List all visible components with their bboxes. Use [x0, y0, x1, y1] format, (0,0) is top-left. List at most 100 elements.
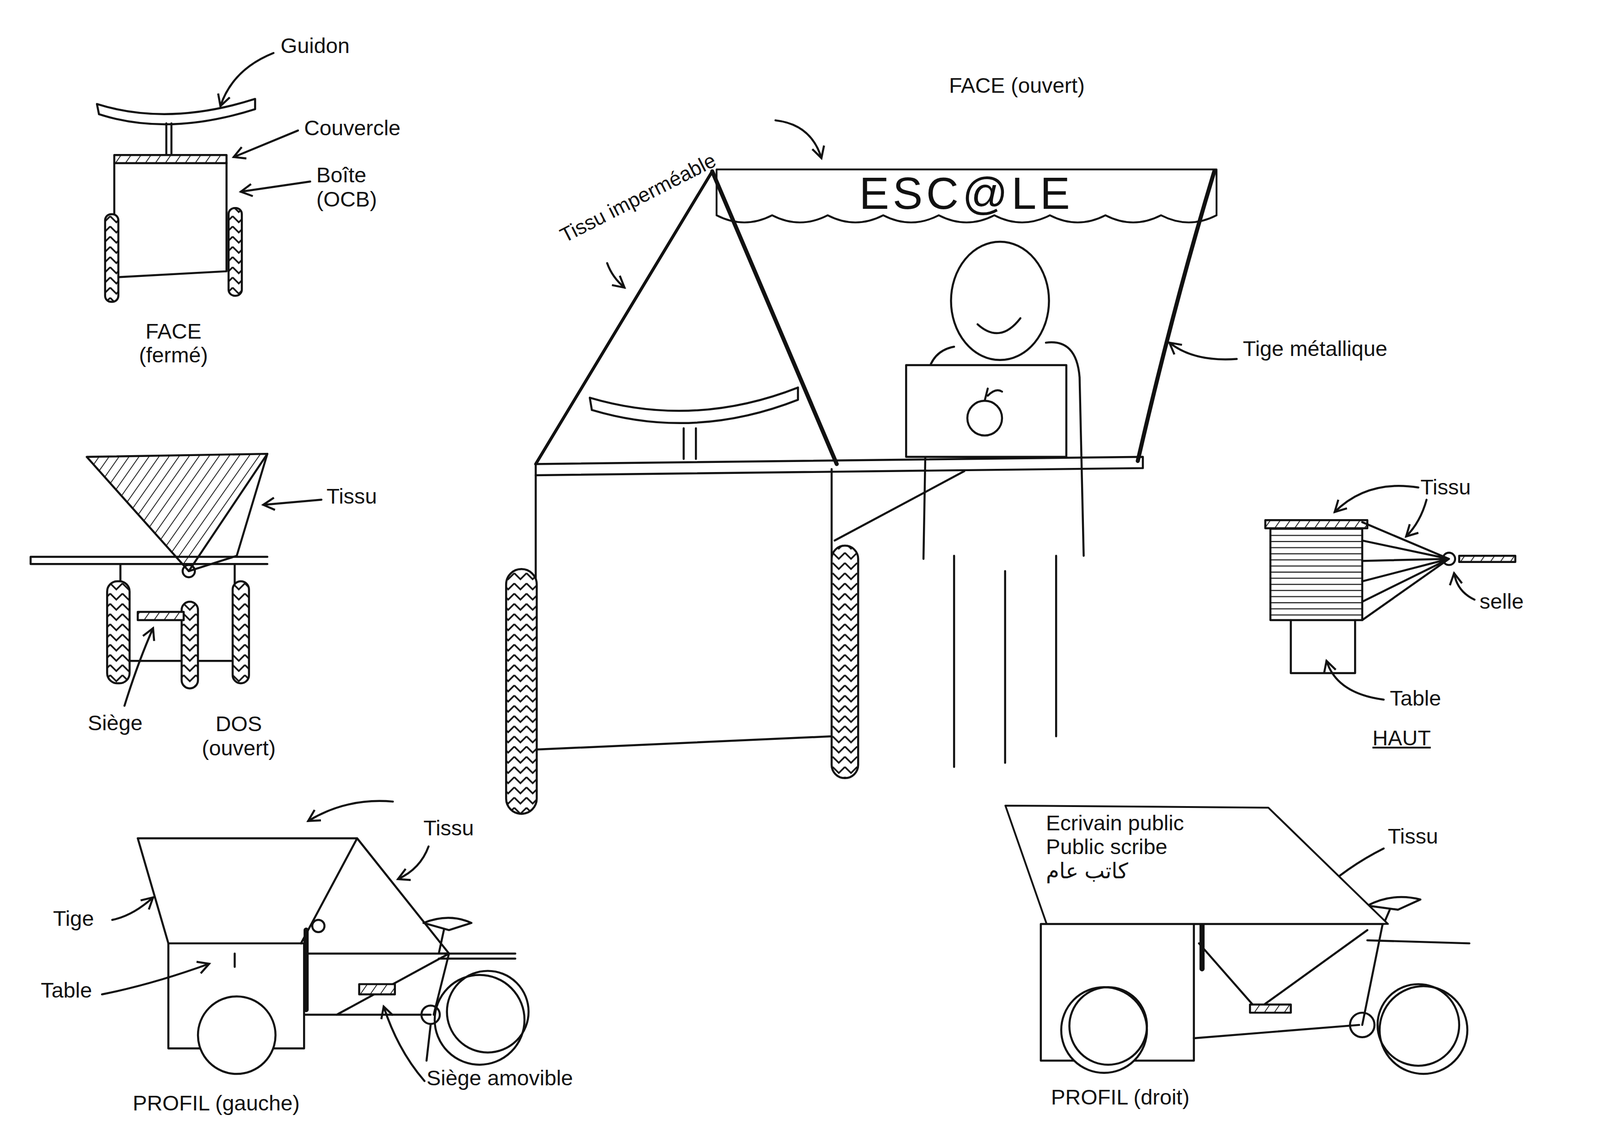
- left-profile-view: [101, 801, 529, 1082]
- part-label: Tissu: [1387, 824, 1439, 849]
- part-label: PROFIL (gauche): [132, 1091, 300, 1116]
- back-open-view-part: [182, 565, 196, 578]
- top-view-part: [1442, 553, 1456, 566]
- sketch-illustration-part: [30, 53, 1516, 1082]
- top-view: [1265, 485, 1516, 700]
- fabric-panel-text: كاتب عام: [1045, 859, 1392, 884]
- right-profile-view-part: [1249, 1004, 1291, 1014]
- part-label: Tissu: [1420, 475, 1471, 500]
- front-open-view-part: [683, 428, 697, 459]
- front-open-view-part: [834, 471, 965, 541]
- part-label: Table: [40, 978, 92, 1003]
- fabric-panel-text: Public scribe: [1045, 835, 1392, 860]
- right-profile-view-part: [1349, 1013, 1375, 1038]
- front-open-view-part: [535, 457, 1143, 476]
- fabric-panel-text: Ecrivain public: [1045, 811, 1392, 836]
- right-profile-view-part: [1061, 987, 1147, 1073]
- part-label: DOS (ouvert): [181, 712, 296, 761]
- left-profile-view-part: [421, 1005, 440, 1024]
- back-open-view: [30, 453, 322, 706]
- right-profile-view-part: [1367, 940, 1470, 944]
- right-profile-view-part: [1377, 984, 1460, 1067]
- awning-sign-text: ESC@LE: [714, 168, 1219, 219]
- left-profile-view-part: [303, 930, 309, 1010]
- front-open-view-part: [984, 388, 1003, 401]
- right-profile-view-part: [1194, 924, 1383, 1039]
- left-profile-view-part: [101, 964, 209, 995]
- front-closed-view-part: [228, 208, 242, 296]
- node-text-area: Ecrivain publicPublic scribeكاتب عام: [1000, 801, 1392, 884]
- part-label: Guidon: [280, 33, 350, 59]
- part-label: Tige métallique: [1242, 336, 1388, 362]
- part-label: Tissu imperméable: [556, 148, 720, 247]
- front-open-view-part: [589, 387, 798, 424]
- left-profile-view-part: [423, 918, 472, 931]
- right-profile-view-part: [1069, 987, 1147, 1066]
- left-profile-view-part: [438, 930, 444, 954]
- front-open-view-part: [906, 365, 1067, 458]
- left-profile-view-part: [308, 801, 393, 822]
- part-label: Table: [1389, 686, 1441, 711]
- top-view-part: [1459, 555, 1516, 562]
- left-profile-view-part: [438, 954, 516, 960]
- top-view-part: [1270, 526, 1363, 621]
- back-open-view-part: [120, 564, 235, 662]
- part-label: Siège amovible: [426, 1066, 573, 1091]
- top-view-part: [1290, 620, 1356, 674]
- back-open-view-part: [263, 500, 322, 506]
- top-view-part: [1406, 500, 1427, 537]
- front-open-view-part: [977, 318, 1021, 334]
- part-label: Couvercle: [304, 116, 401, 141]
- back-open-view-part: [30, 557, 268, 565]
- front-open-view-part: [954, 555, 1056, 768]
- front-open-view-part: [607, 263, 625, 288]
- front-open-view-part: [535, 469, 832, 751]
- back-open-view-part: [124, 628, 154, 707]
- part-label: selle: [1479, 589, 1524, 614]
- part-label: Tissu: [326, 484, 377, 509]
- top-view-part: [1265, 520, 1368, 529]
- fabric-panel: Ecrivain publicPublic scribeكاتب عام: [1000, 801, 1392, 925]
- back-open-view-part: [188, 453, 268, 572]
- left-profile-view-part: [112, 897, 154, 921]
- front-open-view-part: [712, 171, 837, 465]
- front-closed-view-part: [220, 53, 274, 107]
- front-open-view-part: [950, 241, 1049, 361]
- part-label: Boîte (OCB): [316, 163, 399, 212]
- left-profile-view-part: [197, 996, 276, 1075]
- left-profile-view-part: [398, 846, 429, 880]
- part-label: PROFIL (droit): [1050, 1085, 1190, 1110]
- front-closed-view-part: [233, 130, 299, 158]
- front-closed-view-part: [114, 163, 227, 278]
- front-closed-view-part: [96, 98, 256, 125]
- top-view-part: [1326, 661, 1384, 700]
- left-profile-view-part: [383, 1007, 425, 1082]
- front-closed-view-part: [114, 154, 227, 164]
- back-open-view-part: [232, 581, 250, 684]
- front-open-view: [506, 120, 1237, 815]
- front-open-view-part: [1137, 171, 1215, 462]
- front-closed-view-part: [166, 123, 172, 155]
- node-text-area: ESC@LE: [714, 166, 1219, 219]
- part-label: Tige: [53, 906, 94, 932]
- part-label: FACE (fermé): [122, 319, 225, 368]
- front-open-view-part: [506, 569, 537, 815]
- awning-sign: ESC@LE: [714, 166, 1219, 228]
- part-label: HAUT: [1372, 726, 1431, 751]
- right-profile-view-part: [1379, 986, 1468, 1075]
- left-profile-view-part: [359, 984, 395, 995]
- left-profile-view-part: [137, 838, 449, 954]
- part-label: Tissu: [423, 816, 474, 841]
- front-open-view-part: [1169, 342, 1237, 360]
- front-closed-view: [96, 53, 311, 303]
- back-open-view-part: [137, 612, 184, 621]
- back-open-view-part: [106, 581, 130, 684]
- part-label: FACE (ouvert): [949, 73, 1085, 98]
- front-closed-view-part: [105, 214, 119, 303]
- part-label: Siège: [87, 711, 143, 736]
- front-closed-view-part: [240, 181, 311, 192]
- left-profile-view-part: [447, 971, 529, 1054]
- front-open-view-part: [967, 400, 1003, 436]
- back-open-view-part: [86, 453, 268, 572]
